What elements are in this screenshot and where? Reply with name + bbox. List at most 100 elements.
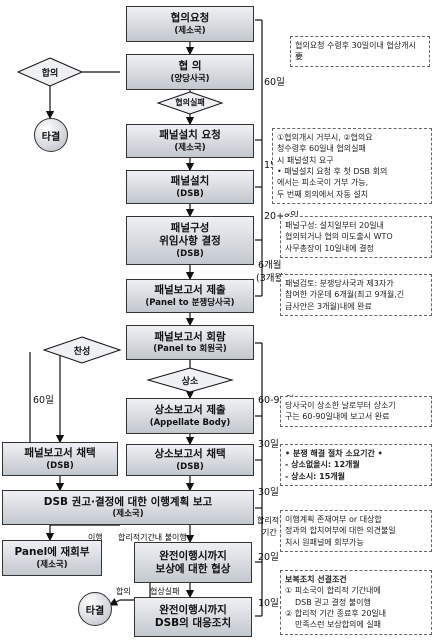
note-implementation-l2: 정과의 합치여부에 대한 의견불일 <box>285 526 396 536</box>
dsb-countermeasure-box: 완전이행시까지 DSB의 대응조치 <box>134 597 252 637</box>
consult-request-title: 협의요청 <box>170 12 210 25</box>
panel-report-circulate-title: 패널보고서 회람 <box>154 330 226 343</box>
appeal-report-submit-box: 상소보고서 제출 (Appellate Body) <box>126 398 254 434</box>
note-implementation-l3: 치시 원패널에 회부가능 <box>285 537 364 547</box>
note-panel-request-l5: 에서는 피소국이 거부 가능, <box>277 178 369 188</box>
agreement-label: 합의 <box>41 69 59 79</box>
note-duration-title: • 분쟁 해결 절차 소요기간 • <box>285 449 383 458</box>
panel-request-box: 패널설치 요청 (제소국) <box>126 124 254 158</box>
panel-composition-box: 패널구성 위임사항 결정 (DSB) <box>126 216 254 265</box>
duration-reasonable: 합리적 <box>257 516 280 525</box>
note-implementation: 이행계획 존재여부 or 대상합 정과의 합치여부에 대한 의견불일 치시 원패… <box>280 510 432 553</box>
note-panel-request-l4: • 패널설치 요청 후 첫 DSB 회의 <box>277 167 388 177</box>
note-implementation-l1: 이행계획 존재여부 or 대상합 <box>285 515 382 524</box>
appeal-report-submit-title: 상소보고서 제출 <box>154 404 226 417</box>
panel-rereferral-box: Panel에 재회부 (제소국) <box>2 540 102 576</box>
note-panel-review-l1: 패널검토: 분쟁당사국과 제3자가 <box>285 279 394 288</box>
note-appeal-l2: 구는 60-90일내에 보고서 완료 <box>285 412 390 422</box>
panel-rereferral-title: Panel에 재회부 <box>14 546 90 559</box>
duration-30-a: 30일 <box>258 439 279 450</box>
edge-negotiation-fail: 협상실패 <box>150 587 180 596</box>
note-retaliation: 보복조치 선결조건 ① 피소국이 합리적 기간내에 DSB 권고 결정 불이행 … <box>280 570 432 635</box>
note-appeal: 당사국이 상소한 날로부터 상소기 구는 60-90일내에 보고서 완료 <box>280 396 432 427</box>
note-retaliation-l1: ① 피소국이 합리적 기간내에 <box>285 586 381 596</box>
panel-setup-sub: (DSB) <box>176 188 204 199</box>
note-panel-request-l2: 청수령후 60일내 협의실패 <box>277 144 366 154</box>
appeal-label: 상소 <box>181 377 199 387</box>
note-panel-composition: 패널구성: 설치일부터 20일내 협의되거나 협의 미도출시 WTO 사무총장이… <box>280 216 432 259</box>
duration-30-b: 30일 <box>258 487 279 498</box>
compensation-negotiation-title2: 보상에 대한 협상 <box>155 562 231 575</box>
note-panel-request-l6: 두 번째 회의에서 자동 설치 <box>277 189 369 199</box>
duration-60-left: 60일 <box>33 395 54 406</box>
note-panel-composition-l3: 사무총장이 10일내에 결정 <box>285 243 374 253</box>
appeal-diamond <box>146 367 234 393</box>
duration-6m: 6개월 <box>258 260 282 271</box>
adopt-label: 찬성 <box>73 347 91 357</box>
note-panel-review: 패널검토: 분쟁당사국과 제3자가 참여한 가운데 6개월(최고 9개월,긴 급… <box>280 274 432 317</box>
panel-report-adopt-box: 패널보고서 채택 (DSB) <box>2 442 118 476</box>
panel-report-adopt-title: 패널보고서 채택 <box>24 447 96 460</box>
consult-request-box: 협의요청 (제소국) <box>126 6 254 42</box>
panel-composition-sub: (DSB) <box>176 248 204 259</box>
panel-report-adopt-sub: (DSB) <box>46 460 74 471</box>
edge-partial: 합리적기간내 불이행 <box>118 533 187 542</box>
duration-60: 60일 <box>264 77 285 88</box>
panel-report-submit-title: 패널보고서 제출 <box>154 284 226 297</box>
panel-rereferral-sub: (제소국) <box>36 559 68 570</box>
duration-10: 10일 <box>258 598 279 609</box>
note-panel-composition-l1: 패널구성: 설치일부터 20일내 <box>285 221 384 230</box>
appeal-report-adopt-sub: (DSB) <box>176 461 204 472</box>
consult-box: 협 의 (양당사국) <box>126 54 254 90</box>
compensation-negotiation-title: 완전이행시까지 <box>159 549 227 562</box>
appeal-report-submit-sub: (Appellate Body) <box>149 417 231 428</box>
note-retaliation-l2: DSB 권고 결정 불이행 <box>295 597 371 607</box>
agreement-diamond <box>16 57 84 87</box>
appeal-report-adopt-box: 상소보고서 채택 (DSB) <box>126 444 254 476</box>
compensation-negotiation-box: 완전이행시까지 보상에 대한 협상 <box>134 542 252 583</box>
duration-3m: (3개월) <box>256 273 287 284</box>
note-duration-l1: - 상소없을시: 12개월 <box>285 460 360 470</box>
note-retaliation-title: 보복조치 선결조건 <box>285 575 347 584</box>
settled-terminal-2: 타결 <box>78 592 112 626</box>
consult-fail-label: 협의실패 <box>175 98 205 107</box>
note-retaliation-l3: ② 합리적 기간 종료후 20일내 <box>285 609 387 619</box>
panel-request-sub: (제소국) <box>174 142 206 153</box>
note-duration-l2: - 상소시: 15개월 <box>285 471 346 481</box>
note-consult-text: 협의요청 수령후 30일이내 협상개시 要 <box>295 41 416 62</box>
duration-period: 기간 <box>262 528 277 537</box>
adopt-diamond <box>42 336 122 364</box>
note-consult: 협의요청 수령후 30일이내 협상개시 要 <box>290 36 430 67</box>
edge-agreed: 합의 <box>116 587 131 596</box>
panel-report-circulate-box: 패널보고서 회람 (Panel to 회원국) <box>126 325 254 360</box>
implementation-report-box: DSB 권고·결정에 대한 이행계획 보고 (제소국) <box>2 490 254 525</box>
note-panel-review-l3: 급사안은 3개월)내에 완료 <box>285 301 372 311</box>
panel-report-submit-box: 패널보고서 제출 (Panel to 분쟁당사국) <box>126 279 254 313</box>
implementation-report-title: DSB 권고·결정에 대한 이행계획 보고 <box>43 495 213 508</box>
note-panel-request-l3: 시 패널설치 요구 <box>277 155 334 165</box>
settled-terminal-1: 타결 <box>34 118 68 152</box>
note-panel-request-l1: ①협의개시 거부시, ②협의요 <box>277 133 373 142</box>
dsb-countermeasure-title2: DSB의 대응조치 <box>154 617 232 629</box>
panel-setup-title: 패널설치 <box>170 175 210 188</box>
consult-request-sub: (제소국) <box>174 25 206 36</box>
note-panel-request: ①협의개시 거부시, ②협의요 청수령후 60일내 협의실패 시 패널설치 요구… <box>272 128 432 205</box>
panel-report-circulate-sub: (Panel to 회원국) <box>153 344 227 355</box>
note-panel-composition-l2: 협의되거나 협의 미도출시 WTO <box>285 232 393 242</box>
panel-request-title: 패널설치 요청 <box>159 129 221 142</box>
appeal-report-adopt-title: 상소보고서 채택 <box>154 448 226 461</box>
duration-60-90: 60-90일 <box>258 395 295 406</box>
consult-sub: (양당사국) <box>170 73 210 84</box>
note-retaliation-l4: 만족스런 보상합의에 실패 <box>295 620 382 630</box>
consult-title: 협 의 <box>178 60 202 73</box>
dsb-countermeasure-title: 완전이행시까지 <box>159 604 227 617</box>
edge-implement: 이행 <box>88 533 103 542</box>
panel-report-submit-sub: (Panel to 분쟁당사국) <box>145 297 235 308</box>
duration-20-b: 20일 <box>258 552 279 563</box>
panel-setup-box: 패널설치 (DSB) <box>126 170 254 204</box>
note-duration: • 분쟁 해결 절차 소요기간 • - 상소없을시: 12개월 - 상소시: 1… <box>280 444 432 487</box>
implementation-report-sub: (제소국) <box>112 509 144 520</box>
consult-fail-diamond <box>156 91 224 115</box>
